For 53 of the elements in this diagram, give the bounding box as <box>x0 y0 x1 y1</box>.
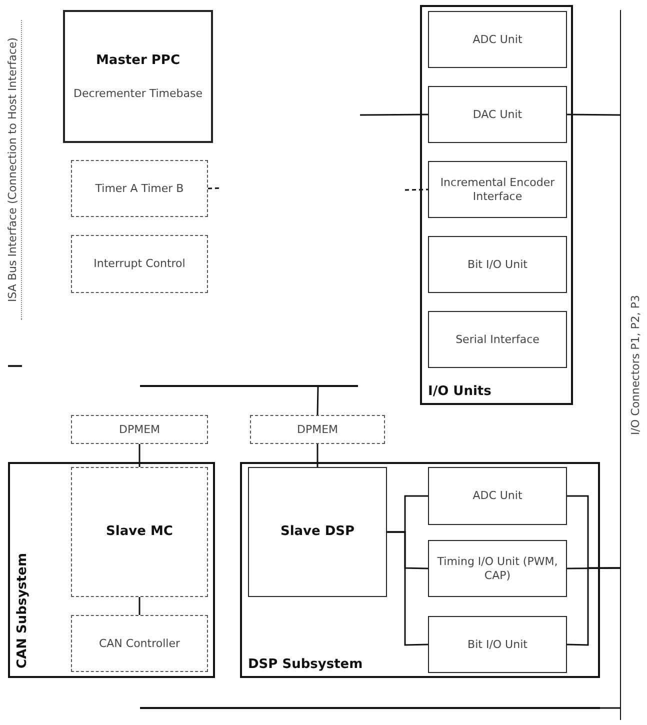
dashed-unit-box <box>71 467 208 597</box>
group-label: DSP Subsystem <box>248 657 363 672</box>
unit-label: Interrupt Control <box>94 257 186 271</box>
subsystem-frame <box>240 462 600 678</box>
connector-line <box>567 114 620 116</box>
group-label: CAN Subsystem <box>15 552 30 668</box>
connector-line <box>316 386 319 416</box>
bus-line <box>140 385 358 387</box>
connector-line <box>138 597 140 615</box>
unit-box <box>428 311 567 368</box>
connector-line <box>404 188 428 191</box>
unit-box <box>428 236 567 293</box>
side-label: ISA Bus Interface (Connection to Host Interface) <box>6 20 22 320</box>
unit-label: Serial Interface <box>456 332 540 346</box>
connector-line <box>138 444 140 467</box>
box-title: Master PPC <box>96 52 180 69</box>
unit-label: Bit I/O Unit <box>468 638 528 652</box>
unit-box <box>428 86 567 143</box>
unit-box <box>428 467 567 525</box>
connector-line <box>360 114 428 116</box>
unit-label: Slave DSP <box>280 524 355 540</box>
unit-label: DAC Unit <box>472 108 522 122</box>
subsystem-frame <box>420 5 573 405</box>
connector-line <box>316 444 318 467</box>
unit-box <box>428 540 567 597</box>
bus-line <box>140 707 600 709</box>
group-label: I/O Units <box>428 384 492 399</box>
connector-line <box>600 707 620 709</box>
connector-label: I/O Connectors P1, P2, P3 <box>629 295 642 435</box>
unit-box <box>428 11 567 68</box>
dashed-unit-box <box>71 160 208 217</box>
dashed-unit-box <box>71 415 208 444</box>
unit-label: Timer A Timer B <box>95 182 184 196</box>
unit-label: ADC Unit <box>472 489 522 503</box>
unit-label: Incremental Encoder Interface <box>439 176 556 204</box>
subsystem-frame <box>8 462 215 678</box>
box-text: Decrementer Timebase <box>73 86 203 100</box>
unit-label: DPMEM <box>118 422 160 436</box>
connector-line <box>566 567 620 646</box>
unit-label: ADC Unit <box>472 32 522 46</box>
unit-box <box>428 616 567 673</box>
dashed-unit-box <box>71 615 208 672</box>
unit-box <box>428 161 567 218</box>
connector-line <box>387 531 428 646</box>
unit-box <box>248 467 387 597</box>
processor-box <box>63 10 213 143</box>
dashed-unit-box <box>71 235 208 293</box>
unit-label: DPMEM <box>296 422 338 436</box>
unit-label: Slave MC <box>106 524 173 540</box>
unit-label: Bit I/O Unit <box>468 258 528 272</box>
dashed-unit-box <box>250 415 385 444</box>
unit-label: CAN Controller <box>98 636 180 650</box>
unit-label: Timing I/O Unit (PWM, CAP) <box>436 554 559 582</box>
